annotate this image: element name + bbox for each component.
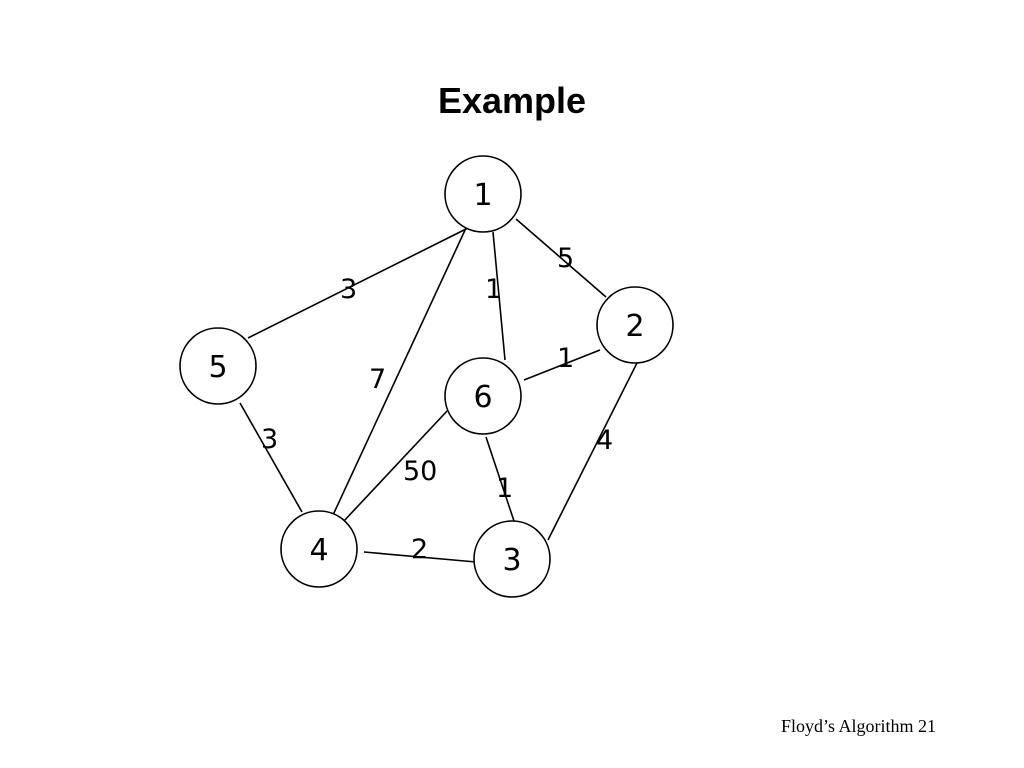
edge-6-4 [342,409,449,523]
weight-2-3: 4 [596,425,613,456]
slide-title: Example [437,80,587,121]
node-3: 3 [473,520,551,598]
node-5: 5 [179,327,257,405]
weight-1-5: 3 [340,274,357,305]
graph-nodes: 1 2 3 4 5 6 [179,155,674,598]
node-4-label: 4 [309,533,328,568]
weight-1-6: 1 [485,274,502,305]
edge-1-4 [332,227,467,516]
weight-6-3: 1 [496,473,513,504]
graph-edges [239,218,638,563]
node-5-label: 5 [208,350,227,385]
node-6-label: 6 [473,380,492,415]
edge-4-3 [363,551,477,563]
node-1-label: 1 [473,178,492,213]
weight-6-4: 50 [403,456,437,487]
node-3-label: 3 [502,543,521,578]
edge-weights: 5 3 1 7 1 3 50 1 4 2 [261,243,613,565]
weight-4-3: 2 [411,534,428,565]
edge-1-2 [515,218,607,298]
edge-5-4 [239,402,303,513]
weight-5-4: 3 [261,424,278,455]
slide-footer: Floyd’s Algorithm 21 [780,716,936,736]
edge-1-5 [247,225,473,339]
edge-2-3 [547,362,638,541]
node-4: 4 [280,510,358,588]
weight-1-4: 7 [369,364,386,395]
edge-6-3 [485,436,515,522]
weight-6-2: 1 [557,343,574,374]
node-1: 1 [444,155,522,233]
node-6: 6 [444,357,522,435]
weight-1-2: 5 [557,243,574,274]
node-2-label: 2 [625,309,644,344]
node-2: 2 [596,286,674,364]
edge-1-6 [492,231,506,361]
edge-6-2 [523,349,601,381]
